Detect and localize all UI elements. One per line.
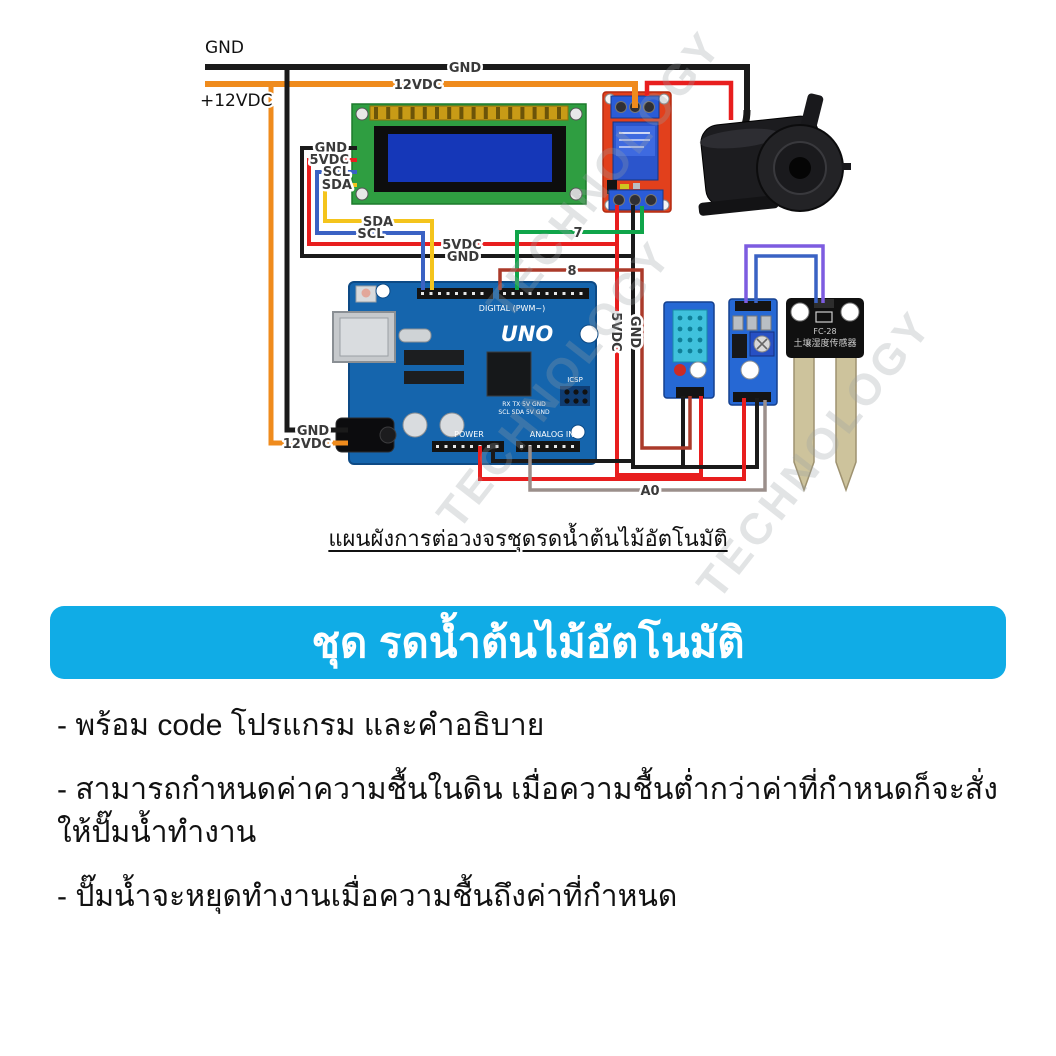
water-pump <box>698 93 851 216</box>
label-gnd-inline-top: GND <box>449 61 482 76</box>
label-jack-12vdc: 12VDC <box>283 437 331 452</box>
wire-gnd-branch <box>284 67 348 433</box>
soil-moisture-probe: FC-28 土壤湿度传感器 <box>786 298 864 493</box>
wire-gnd-arduino <box>491 446 633 463</box>
wire-5v-lcd <box>307 158 617 246</box>
label-jack-gnd: GND <box>297 424 330 439</box>
wire-relay-pump <box>644 80 734 120</box>
title-banner: ชุด รดน้ำต้นไม้อัตโนมัติ <box>50 606 1006 679</box>
probe-cn-label: 土壤湿度传感器 <box>793 337 856 349</box>
label-gnd-inline-mid: GND <box>447 250 480 265</box>
label-a0: A0 <box>640 484 659 499</box>
label-5vdc-vertical: 5VDC <box>608 312 623 351</box>
feature-item: - สามารถกำหนดค่าความชื้นในดิน เมื่อความช… <box>57 772 998 850</box>
dht11-led <box>674 364 686 376</box>
label-12vdc-inline-top: 12VDC <box>394 78 442 93</box>
dht11-module <box>663 301 715 399</box>
diagram-caption-text: แผนผังการต่อวงจรชุดรดน้ำต้นไม้อัตโนมัติ <box>328 526 728 551</box>
wire-probe-2 <box>754 254 818 303</box>
crystal <box>398 328 432 343</box>
arduino-icsp-label: ICSP <box>567 376 583 384</box>
wire-gnd-main <box>205 64 750 112</box>
arduino-pins-row1: RX TX 5V GND <box>502 401 546 408</box>
arduino-pins-row2: SCL SDA 5V GND <box>498 409 550 416</box>
feature-list: - พร้อม code โปรแกรม และคำอธิบาย - สามาร… <box>57 704 1002 938</box>
label-pin7: 7 <box>573 226 582 241</box>
label-plus12vdc: +12VDC <box>200 91 272 111</box>
wiring-diagram: UNO DIGITAL (PWM~) POWER ANALOG IN ICSP … <box>198 36 864 502</box>
label-5vdc-inline: 5VDC <box>442 238 481 253</box>
lcd-display <box>351 103 587 205</box>
wire-probe-1 <box>744 244 825 303</box>
wire-a0 <box>528 400 767 492</box>
comparator-ic <box>732 334 747 358</box>
relay-module <box>602 91 672 213</box>
label-lcd-gnd: GND <box>315 141 348 156</box>
wire-5v-rail <box>615 205 703 477</box>
wire-pin7 <box>515 206 644 290</box>
wire-gnd-lcd <box>300 146 633 258</box>
feature-item: - ปั๊มน้ำจะหยุดทำงานเมื่อความชื้นถึงค่าท… <box>57 879 678 913</box>
lcd-pin-header <box>369 105 569 121</box>
wire-labels: GND +12VDC GND 12VDC GND 5VDC SCL SDA SD… <box>198 36 662 502</box>
dht11-pin-header <box>676 387 704 398</box>
probe-prong-right <box>835 355 857 493</box>
arduino-analog-label: ANALOG IN <box>530 430 575 439</box>
arduino-name-label: UNO <box>501 322 554 346</box>
comparator-pin-header-top <box>735 301 771 311</box>
wire-5v-arduino <box>478 398 746 481</box>
wire-12v-main <box>205 81 638 108</box>
moisture-comparator-module <box>728 298 778 406</box>
comparator-pin-header-bottom <box>733 392 771 402</box>
diagram-caption: แผนผังการต่อวงจรชุดรดน้ำต้นไม้อัตโนมัติ <box>0 521 1056 556</box>
wire-scl <box>315 170 425 290</box>
wire-sda <box>323 183 434 290</box>
kit-title: ชุด รดน้ำต้นไม้อัตโนมัติ <box>311 618 745 666</box>
probe-prong-left <box>793 355 815 493</box>
arduino-power-label: POWER <box>454 430 484 439</box>
label-scl-inline: SCL <box>357 227 384 242</box>
probe-model-label: FC-28 <box>813 327 836 336</box>
wires <box>205 64 825 492</box>
wire-pin8 <box>498 268 692 450</box>
label-lcd-scl: SCL <box>323 165 350 180</box>
label-sda-inline: SDA <box>363 215 393 230</box>
label-gnd-top: GND <box>205 38 244 58</box>
mcu-chip <box>486 351 532 397</box>
label-pin8: 8 <box>567 264 576 279</box>
wire-12v-branch <box>268 84 348 446</box>
arduino-digital-label: DIGITAL (PWM~) <box>479 304 545 313</box>
lcd-screen <box>388 134 552 182</box>
label-gnd-vertical: GND <box>627 316 642 349</box>
arduino-uno: UNO DIGITAL (PWM~) POWER ANALOG IN ICSP … <box>332 281 599 465</box>
feature-item: - พร้อม code โปรแกรม และคำอธิบาย <box>57 709 545 742</box>
label-lcd-5vdc: 5VDC <box>310 153 349 168</box>
label-lcd-sda: SDA <box>322 178 352 193</box>
wire-gnd-rail <box>631 205 759 469</box>
pump-outlet <box>800 93 824 131</box>
